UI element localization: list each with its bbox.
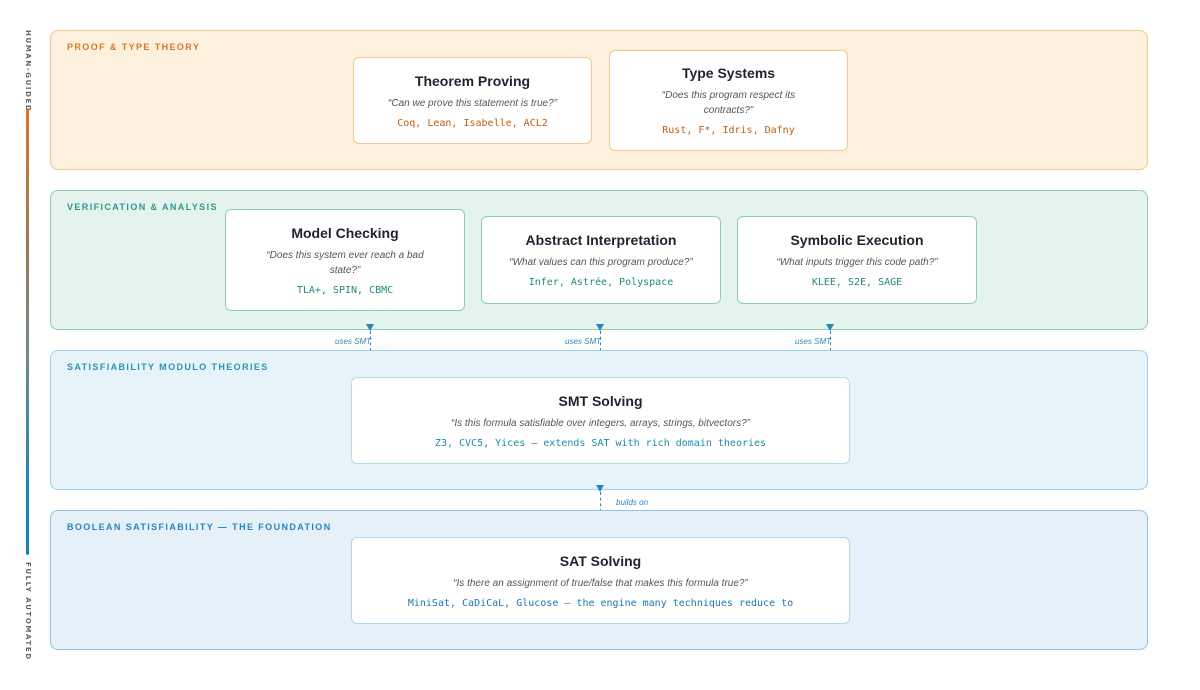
card-theorem-proving: Theorem Proving “Can we prove this state… bbox=[353, 57, 592, 144]
card-question: “What values can this program produce?” bbox=[509, 257, 693, 268]
card-tools: Rust, F*, Idris, Dafny bbox=[662, 125, 795, 136]
tier-title: PROOF & TYPE THEORY bbox=[67, 42, 201, 52]
card-question: “Can we prove this statement is true?” bbox=[388, 97, 557, 109]
tier-title: BOOLEAN SATISFIABILITY — THE FOUNDATION bbox=[67, 522, 332, 532]
card-title: Theorem Proving bbox=[414, 72, 531, 89]
tier-title: VERIFICATION & ANALYSIS bbox=[67, 202, 218, 212]
card-question: “Is there an assignment of true/false th… bbox=[453, 577, 748, 589]
card-question: “Does this system ever reach a bad state… bbox=[266, 249, 424, 276]
tier-verification-analysis: VERIFICATION & ANALYSIS Model Checking “… bbox=[50, 190, 1148, 330]
tier-proof-type-theory: PROOF & TYPE THEORY Theorem Proving “Can… bbox=[50, 30, 1148, 170]
card-title: Abstract Interpretation bbox=[525, 232, 677, 248]
card-smt-solving: SMT Solving “Is this formula satisfiable… bbox=[351, 377, 850, 464]
card-tools: Z3, CVC5, Yices — extends SAT with rich … bbox=[434, 437, 767, 449]
card-question: “Is this formula satisfiable over intege… bbox=[451, 417, 750, 429]
card-symbolic-execution: Symbolic Execution “What inputs trigger … bbox=[737, 216, 977, 304]
card-title: Symbolic Execution bbox=[790, 232, 924, 248]
connector-label: uses SMT bbox=[565, 337, 602, 346]
card-tools: MiniSat, CaDiCaL, Glucose — the engine m… bbox=[407, 597, 794, 609]
card-title: SAT Solving bbox=[559, 552, 642, 569]
tier-smt: SATISFIABILITY MODULO THEORIES SMT Solvi… bbox=[50, 350, 1148, 490]
card-abstract-interpretation: Abstract Interpretation “What values can… bbox=[481, 216, 721, 304]
connector-label: uses SMT bbox=[795, 337, 832, 346]
card-title: SMT Solving bbox=[558, 392, 643, 409]
tier-title: SATISFIABILITY MODULO THEORIES bbox=[67, 362, 269, 372]
card-sat-solving: SAT Solving “Is there an assignment of t… bbox=[351, 537, 850, 624]
connector-label: uses SMT bbox=[335, 337, 372, 346]
tier-sat: BOOLEAN SATISFIABILITY — THE FOUNDATION … bbox=[50, 510, 1148, 650]
card-question: “What inputs trigger this code path?” bbox=[776, 257, 938, 268]
card-question: “Does this program respect its contracts… bbox=[661, 90, 796, 116]
automation-gradient-axis bbox=[26, 108, 29, 555]
card-tools: KLEE, S2E, SAGE bbox=[811, 277, 903, 288]
card-title: Model Checking bbox=[291, 224, 399, 241]
card-tools: TLA+, SPIN, CBMC bbox=[296, 284, 394, 296]
arrow-down-icon bbox=[596, 485, 604, 492]
card-model-checking: Model Checking “Does this system ever re… bbox=[225, 209, 465, 311]
arrow-down-icon bbox=[826, 324, 834, 331]
card-tools: Coq, Lean, Isabelle, ACL2 bbox=[397, 117, 548, 129]
arrow-down-icon bbox=[596, 324, 604, 331]
card-tools: Infer, Astrée, Polyspace bbox=[528, 277, 674, 288]
card-type-systems: Type Systems “Does this program respect … bbox=[609, 50, 848, 151]
card-title: Type Systems bbox=[681, 65, 776, 81]
connector-label: builds on bbox=[616, 498, 649, 507]
arrow-down-icon bbox=[366, 324, 374, 331]
